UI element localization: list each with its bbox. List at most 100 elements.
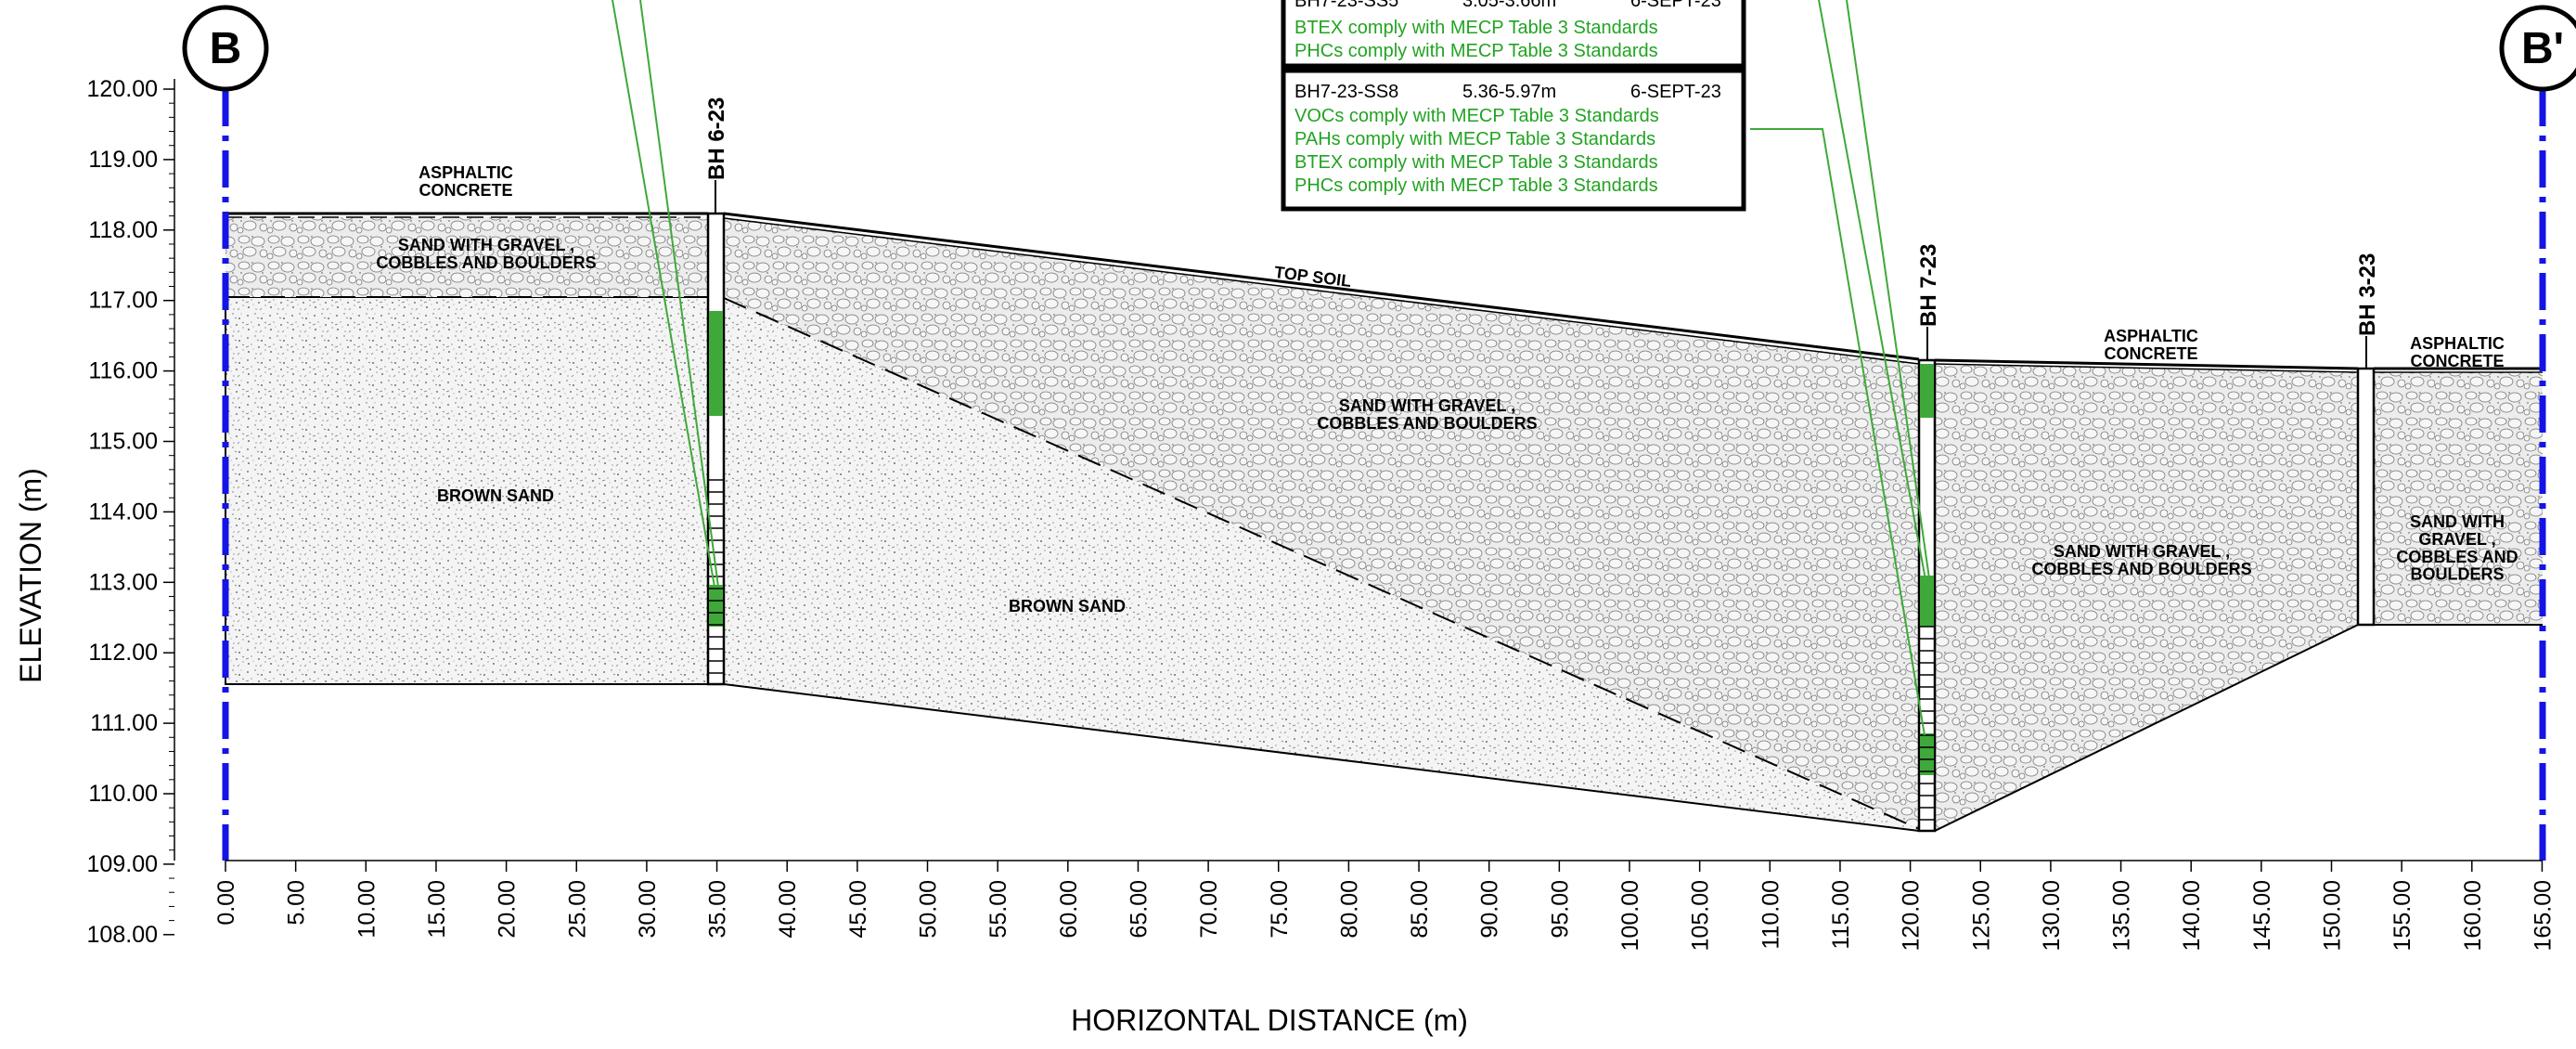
sample-depth: 5.36-5.97m — [1462, 82, 1556, 102]
y-tick-label: 112.00 — [88, 640, 158, 666]
x-tick-label: 120.00 — [1899, 880, 1925, 951]
sample-marker — [1920, 576, 1934, 627]
section-end-label: B' — [2521, 24, 2564, 73]
y-tick-label: 111.00 — [90, 710, 158, 736]
layer-label-brown-sand-2: BROWN SAND — [1009, 597, 1126, 615]
y-axis-title: ELEVATION (m) — [14, 468, 47, 683]
x-tick-label: 95.00 — [1547, 880, 1573, 939]
layer-label-brown-sand-1: BROWN SAND — [437, 486, 554, 505]
x-tick-label: 75.00 — [1267, 880, 1293, 939]
section-marker-end: B' — [2499, 5, 2576, 92]
x-tick-label: 25.00 — [564, 880, 590, 939]
x-tick-label: 45.00 — [845, 880, 871, 939]
y-tick-label: 110.00 — [88, 781, 158, 807]
section-lines — [222, 89, 2546, 861]
sample-result: PHCs comply with MECP Table 3 Standards — [1294, 41, 1658, 61]
x-tick-label: 10.00 — [354, 880, 380, 939]
x-tick-label: 150.00 — [2320, 880, 2346, 951]
sample-marker — [1920, 733, 1934, 775]
sample-date: 6-SEPT-23 — [1630, 0, 1721, 11]
section-marker-start: B — [182, 5, 269, 92]
x-tick-label: 145.00 — [2249, 880, 2275, 951]
sample-result: PHCs comply with MECP Table 3 Standards — [1294, 175, 1658, 196]
borehole-label-bh7: BH 7-23 — [1916, 244, 1941, 327]
x-tick-label: 100.00 — [1617, 880, 1643, 951]
borehole-label-bh6: BH 6-23 — [704, 97, 729, 180]
layer-label-sand-gravel-2: SAND WITH GRAVEL ,COBBLES AND BOULDERS — [1317, 396, 1537, 433]
sample-leader-lines — [612, 0, 1931, 736]
x-tick-label: 80.00 — [1336, 880, 1362, 939]
x-tick-label: 105.00 — [1688, 880, 1714, 951]
sample-result: PAHs comply with MECP Table 3 Standards — [1294, 129, 1655, 149]
y-tick-label: 115.00 — [88, 429, 158, 455]
sand-gravel-middle-layer — [724, 217, 1919, 829]
sample-date: 6-SEPT-23 — [1630, 82, 1721, 102]
y-tick-label: 113.00 — [88, 569, 158, 595]
sample-marker — [709, 585, 723, 627]
x-axis: 0.00 5.00 10.00 15.00 20.00 25.00 30.00 35.00 40… — [213, 860, 2556, 1037]
strata — [225, 217, 2543, 831]
x-tick-label: 55.00 — [985, 880, 1011, 939]
borehole-label-bh3: BH 3-23 — [2355, 253, 2380, 336]
x-tick-label: 35.00 — [705, 880, 731, 939]
x-tick-label: 65.00 — [1126, 880, 1152, 939]
x-tick-label: 160.00 — [2460, 880, 2486, 951]
sample-depth: 3.05-3.66m — [1462, 0, 1556, 11]
x-tick-label: 90.00 — [1477, 880, 1503, 939]
borehole-bh3 — [2356, 367, 2376, 627]
x-tick-label: 130.00 — [2039, 880, 2065, 951]
section-start-label: B — [210, 24, 242, 73]
x-tick-label: 60.00 — [1056, 880, 1082, 939]
sample-result: VOCs comply with MECP Table 3 Standards — [1294, 106, 1659, 126]
sand-gravel-right-layer — [1935, 364, 2358, 831]
sample-result: BTEX comply with MECP Table 3 Standards — [1294, 152, 1658, 173]
x-tick-label: 115.00 — [1828, 880, 1854, 950]
boundaries — [225, 212, 2543, 832]
x-tick-label: 70.00 — [1196, 880, 1222, 939]
x-tick-label: 30.00 — [635, 880, 661, 939]
sand-gravel-far-right-layer — [2374, 372, 2543, 625]
layer-label-sand-gravel-1: SAND WITH GRAVEL ,COBBLES AND BOULDERS — [376, 236, 596, 272]
y-axis-ticks: 120.00 119.00 118.00 117.00 116.00 115.00 114.… — [87, 76, 174, 948]
x-tick-label: 15.00 — [424, 880, 450, 939]
x-axis-title: HORIZONTAL DISTANCE (m) — [1071, 1004, 1468, 1037]
sample-id: BH7-23-SS8 — [1294, 82, 1398, 102]
sample-marker — [1920, 364, 1934, 418]
sample-box-1: BH7-23-SS5 3.05-3.66m 6-SEPT-23 BTEX com… — [1281, 0, 1746, 69]
x-tick-label: 20.00 — [495, 880, 521, 939]
x-tick-label: 125.00 — [1968, 880, 1994, 951]
y-tick-label: 108.00 — [87, 922, 158, 948]
x-tick-label: 135.00 — [2109, 880, 2135, 951]
borehole-labels: BH 6-23 BH 7-23 BH 3-23 — [704, 97, 2380, 369]
y-tick-label: 114.00 — [88, 499, 158, 524]
x-tick-label: 155.00 — [2389, 880, 2415, 951]
y-tick-label: 119.00 — [88, 147, 158, 173]
x-tick-label: 5.00 — [284, 880, 310, 926]
y-axis: 120.00 119.00 118.00 117.00 116.00 115.00 114.… — [14, 76, 175, 948]
sample-marker — [709, 311, 723, 416]
x-axis-ticks: 0.00 5.00 10.00 15.00 20.00 25.00 30.00 35.00 40… — [213, 861, 2556, 951]
borehole-bh7 — [1917, 358, 1937, 833]
borehole-bh6 — [706, 212, 726, 686]
x-tick-label: 40.00 — [775, 880, 801, 939]
x-tick-label: 0.00 — [213, 880, 239, 926]
x-tick-label: 50.00 — [916, 880, 942, 939]
y-tick-label: 118.00 — [88, 217, 158, 243]
y-tick-label: 120.00 — [87, 76, 158, 102]
sample-result: BTEX comply with MECP Table 3 Standards — [1294, 18, 1658, 38]
y-tick-label: 116.00 — [88, 358, 158, 384]
x-tick-label: 140.00 — [2179, 880, 2205, 951]
x-tick-label: 85.00 — [1407, 880, 1433, 939]
sample-id: BH7-23-SS5 — [1294, 0, 1398, 11]
sample-box-2: BH7-23-SS8 5.36-5.97m 6-SEPT-23 VOCs com… — [1281, 68, 1746, 212]
y-tick-label: 117.00 — [88, 288, 158, 314]
x-tick-label: 110.00 — [1758, 880, 1784, 950]
layer-label-sand-gravel-3: SAND WITH GRAVEL ,COBBLES AND BOULDERS — [2031, 542, 2251, 578]
x-tick-label: 165.00 — [2530, 880, 2556, 951]
